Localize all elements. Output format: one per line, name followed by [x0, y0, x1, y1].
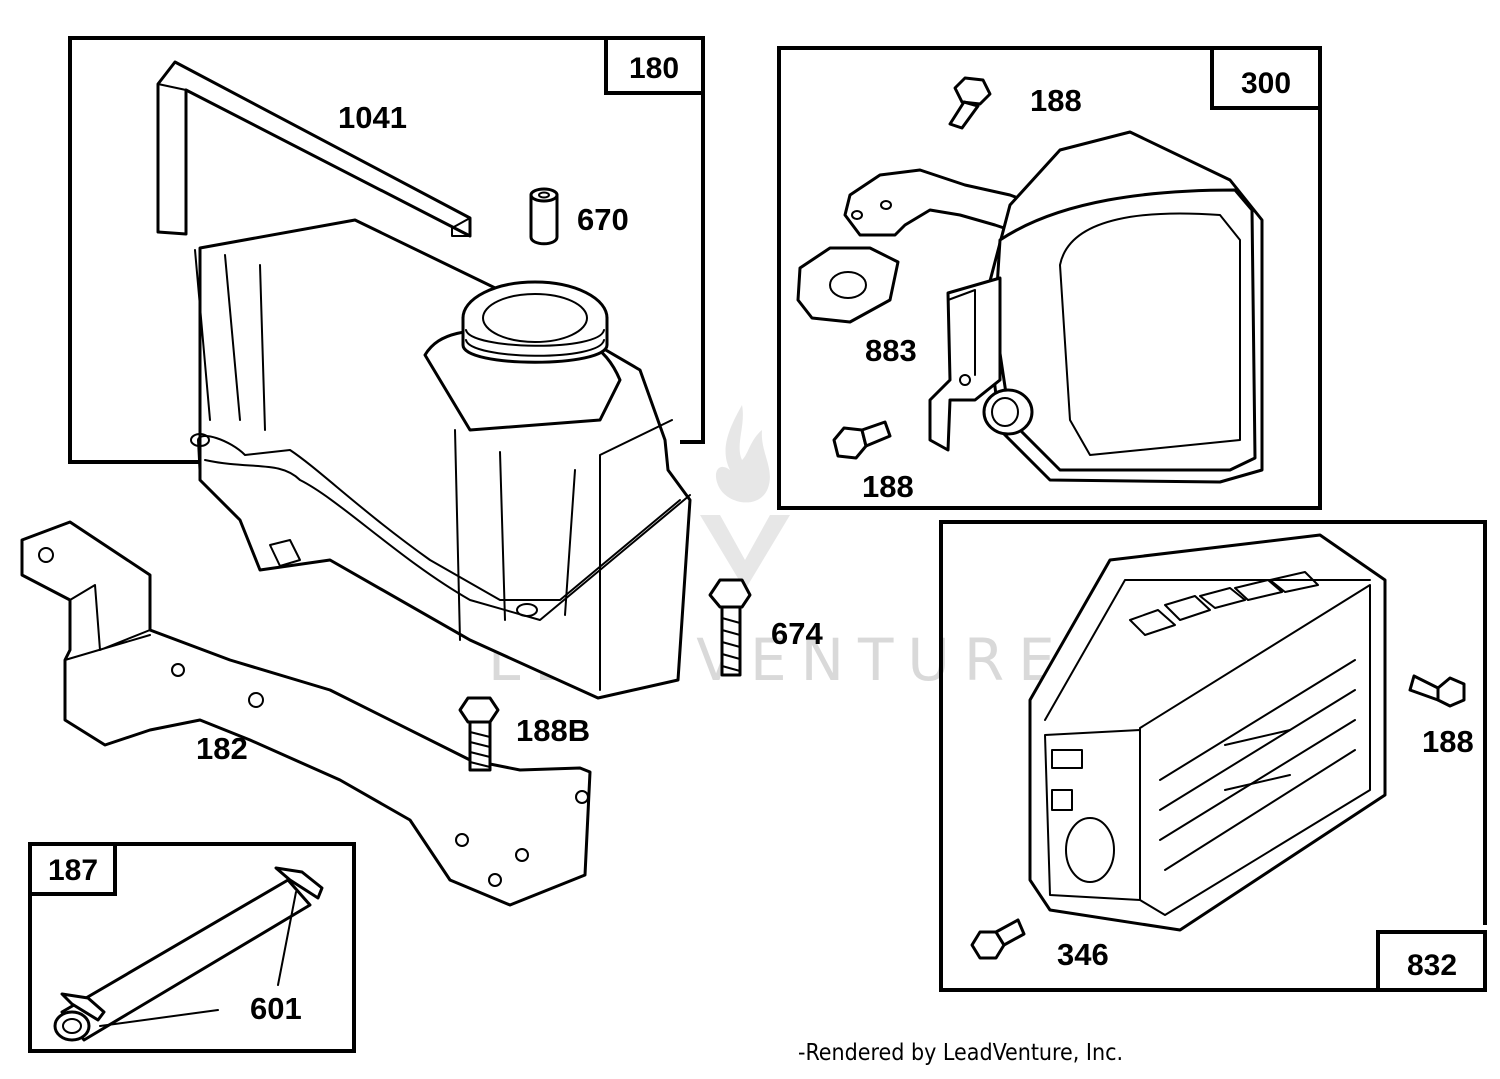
- group-box-187: 187: [28, 842, 356, 1053]
- label-674: 674: [771, 616, 823, 651]
- heat-shield-346: [1028, 533, 1387, 932]
- muffler-body: [928, 130, 1264, 484]
- group-box-832: 832: [939, 520, 1487, 992]
- box-tag-832-text: 832: [1407, 949, 1457, 982]
- label-188B: 188B: [516, 713, 590, 748]
- box-tag-300-text: 300: [1241, 67, 1291, 100]
- bolt-188-top: [948, 76, 992, 130]
- bolt-188-mid: [832, 420, 892, 460]
- bolt-188-right: [1408, 674, 1466, 708]
- box-tag-300: [1210, 46, 1322, 110]
- label-182: 182: [196, 731, 248, 766]
- exhaust-pipe: [843, 168, 1052, 242]
- bolt-674: [708, 578, 752, 677]
- bolt-346: [970, 918, 1026, 960]
- label-188-top: 188: [1030, 83, 1082, 118]
- spacer-670: [529, 187, 559, 246]
- box-tag-187-text: 187: [48, 854, 98, 887]
- fuel-tank: [190, 218, 692, 700]
- label-1041: 1041: [338, 100, 407, 135]
- gasket-883: [796, 246, 900, 324]
- label-188-right: 188: [1422, 724, 1474, 759]
- fuel-tank-strap-1041: [156, 60, 472, 238]
- watermark-logo: [700, 405, 790, 590]
- bolt-188B: [458, 696, 500, 772]
- box-tag-180-text: 180: [629, 52, 679, 85]
- label-346: 346: [1057, 937, 1109, 972]
- label-883: 883: [865, 333, 917, 368]
- fuel-line-187: [53, 866, 324, 1042]
- group-box-180: 180: [68, 36, 705, 464]
- label-188-mid: 188: [862, 469, 914, 504]
- label-670: 670: [577, 202, 629, 237]
- render-credit: -Rendered by LeadVenture, Inc.: [798, 1040, 1124, 1066]
- tank-bracket-182: [20, 520, 592, 907]
- clamps-601-leaders: [99, 891, 297, 1027]
- box-tag-180: [604, 36, 705, 95]
- group-box-300: 300: [777, 46, 1322, 510]
- box-tag-187: [28, 842, 117, 896]
- label-601: 601: [250, 991, 302, 1026]
- box-tag-832: [1376, 930, 1487, 992]
